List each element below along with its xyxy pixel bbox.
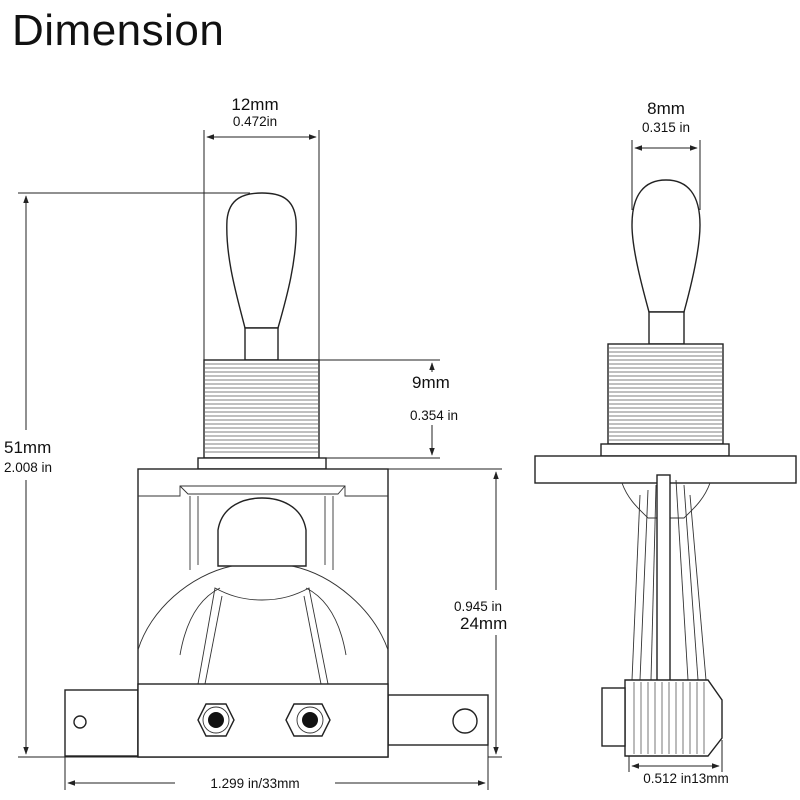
- side-lever-tip: [631, 179, 701, 313]
- dim-bushing-height: 9mm 0.354 in: [319, 359, 458, 459]
- side-lever-width-mm: 8mm: [647, 99, 685, 118]
- body-height-mm: 24mm: [460, 614, 507, 633]
- front-view: [64, 192, 489, 758]
- front-top-bracket: [138, 485, 388, 497]
- front-right-tab-hole: [452, 708, 478, 734]
- front-lever-tip: [226, 192, 297, 329]
- lever-width-in: 0.472in: [233, 114, 277, 129]
- front-left-tab-hole: [73, 715, 87, 729]
- side-connector-ridges: [633, 682, 705, 754]
- front-arch: [137, 565, 389, 651]
- front-base-plate: [137, 683, 389, 758]
- side-lever-width-in: 0.315 in: [642, 120, 690, 135]
- front-terminal-left: [197, 703, 235, 737]
- front-bushing: [203, 359, 320, 459]
- total-width-label: 1.299 in/33mm: [210, 776, 299, 791]
- dim-side-lever-width: 8mm 0.315 in: [631, 99, 701, 210]
- front-actuator: [217, 497, 307, 567]
- total-height-mm: 51mm: [4, 438, 51, 457]
- bushing-height-mm: 9mm: [412, 373, 450, 392]
- side-connector: [624, 679, 723, 757]
- front-contact-shape: [197, 587, 329, 685]
- side-lever-shaft: [648, 311, 685, 345]
- front-bushing-threads: [205, 363, 318, 453]
- side-bushing-threads: [609, 347, 722, 441]
- side-washer: [600, 443, 730, 457]
- side-connector-cap: [601, 687, 626, 747]
- side-rods: [631, 474, 707, 684]
- body-height-in: 0.945 in: [454, 599, 502, 614]
- diagram-title: Dimension: [12, 6, 225, 55]
- total-height-in: 2.008 in: [4, 460, 52, 475]
- front-lever-shaft: [244, 327, 279, 361]
- side-view: [534, 179, 797, 757]
- front-terminal-right: [285, 703, 331, 737]
- dim-body-height: 0.945 in 24mm: [388, 468, 507, 758]
- side-bushing: [607, 343, 724, 445]
- front-washer: [197, 457, 327, 470]
- dim-lever-width: 12mm 0.472in: [203, 95, 320, 360]
- side-connector-width-label: 0.512 in13mm: [643, 771, 729, 786]
- dim-total-height: 51mm 2.008 in: [4, 192, 250, 758]
- bushing-height-in: 0.354 in: [410, 408, 458, 423]
- lever-width-mm: 12mm: [231, 95, 278, 114]
- dim-total-width: 1.299 in/33mm: [64, 745, 489, 791]
- dim-side-connector-width: 0.512 in13mm: [628, 740, 729, 786]
